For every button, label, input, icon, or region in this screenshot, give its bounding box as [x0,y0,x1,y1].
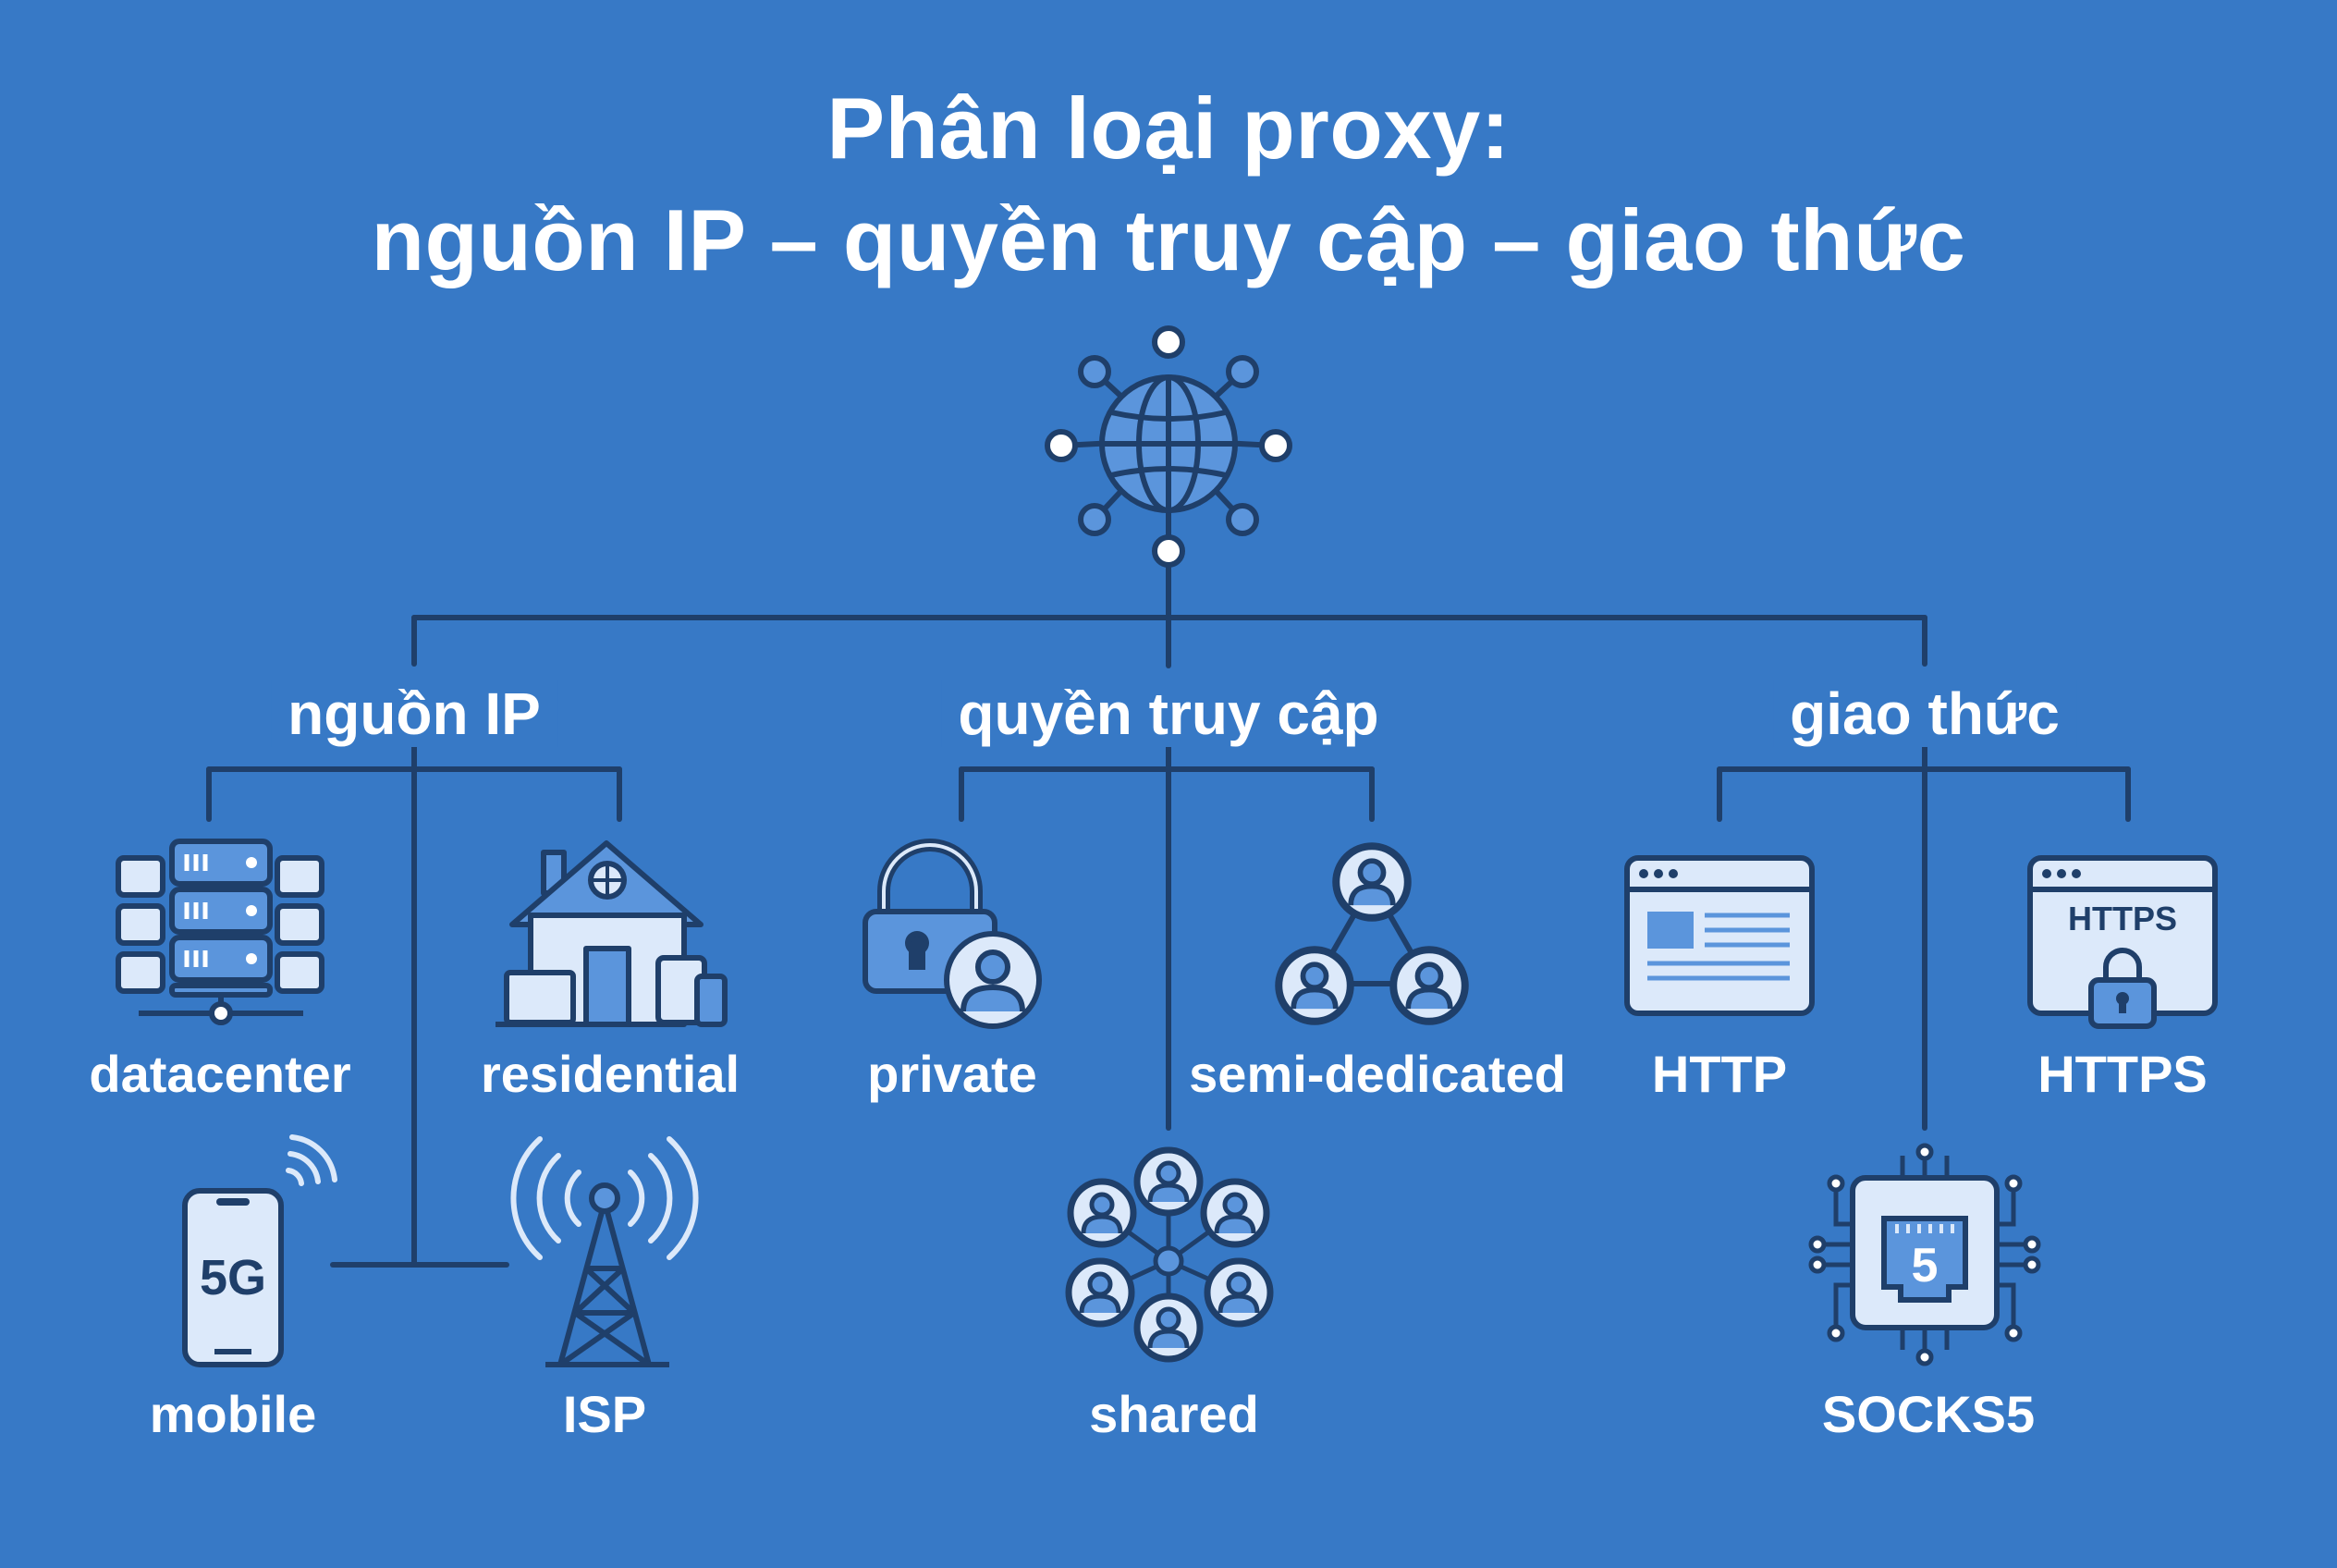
item-label-isp: ISP [562,1385,647,1443]
category-label-access: quyền truy cập [941,680,1396,747]
diagram-title-line-2: nguồn IP – quyền truy cập – giao thức [371,191,1966,288]
socket-chip-icon [1808,1143,2041,1366]
item-label-https: HTTPS [2037,1045,2208,1103]
house-devices-icon [496,840,728,1027]
server-rack-icon [116,839,324,1025]
item-label-mobile: mobile [149,1385,317,1443]
item-label-datacenter: datacenter [89,1045,351,1103]
item-label-shared: shared [1089,1385,1259,1443]
phone-5g-label: 5G [200,1250,266,1305]
lock-user-icon [863,839,1042,1029]
item-label-private: private [867,1045,1037,1103]
smartphone-5g-icon [182,1134,337,1367]
user-triangle-icon [1279,846,1465,1022]
connector-lines [206,563,2131,1268]
cell-tower-icon [510,1136,699,1367]
socket-chip-text: 5 [1912,1239,1939,1292]
item-label-semi-dedicated: semi-dedicated [1189,1045,1566,1103]
https-window-text: HTTPS [2068,900,2177,937]
item-label-residential: residential [480,1045,740,1103]
globe-network-icon [1045,325,1292,568]
diagram-title-line-1: Phân loại proxy: [826,80,1511,177]
secure-browser-icon [2027,855,2218,1029]
browser-window-icon [1624,855,1815,1016]
item-label-socks5: SOCKS5 [1821,1385,2036,1443]
item-label-http: HTTP [1651,1045,1788,1103]
user-cluster-icon [1069,1150,1270,1359]
category-label-ip-source: nguồn IP [271,680,557,747]
category-label-protocol: giao thức [1773,680,2076,747]
